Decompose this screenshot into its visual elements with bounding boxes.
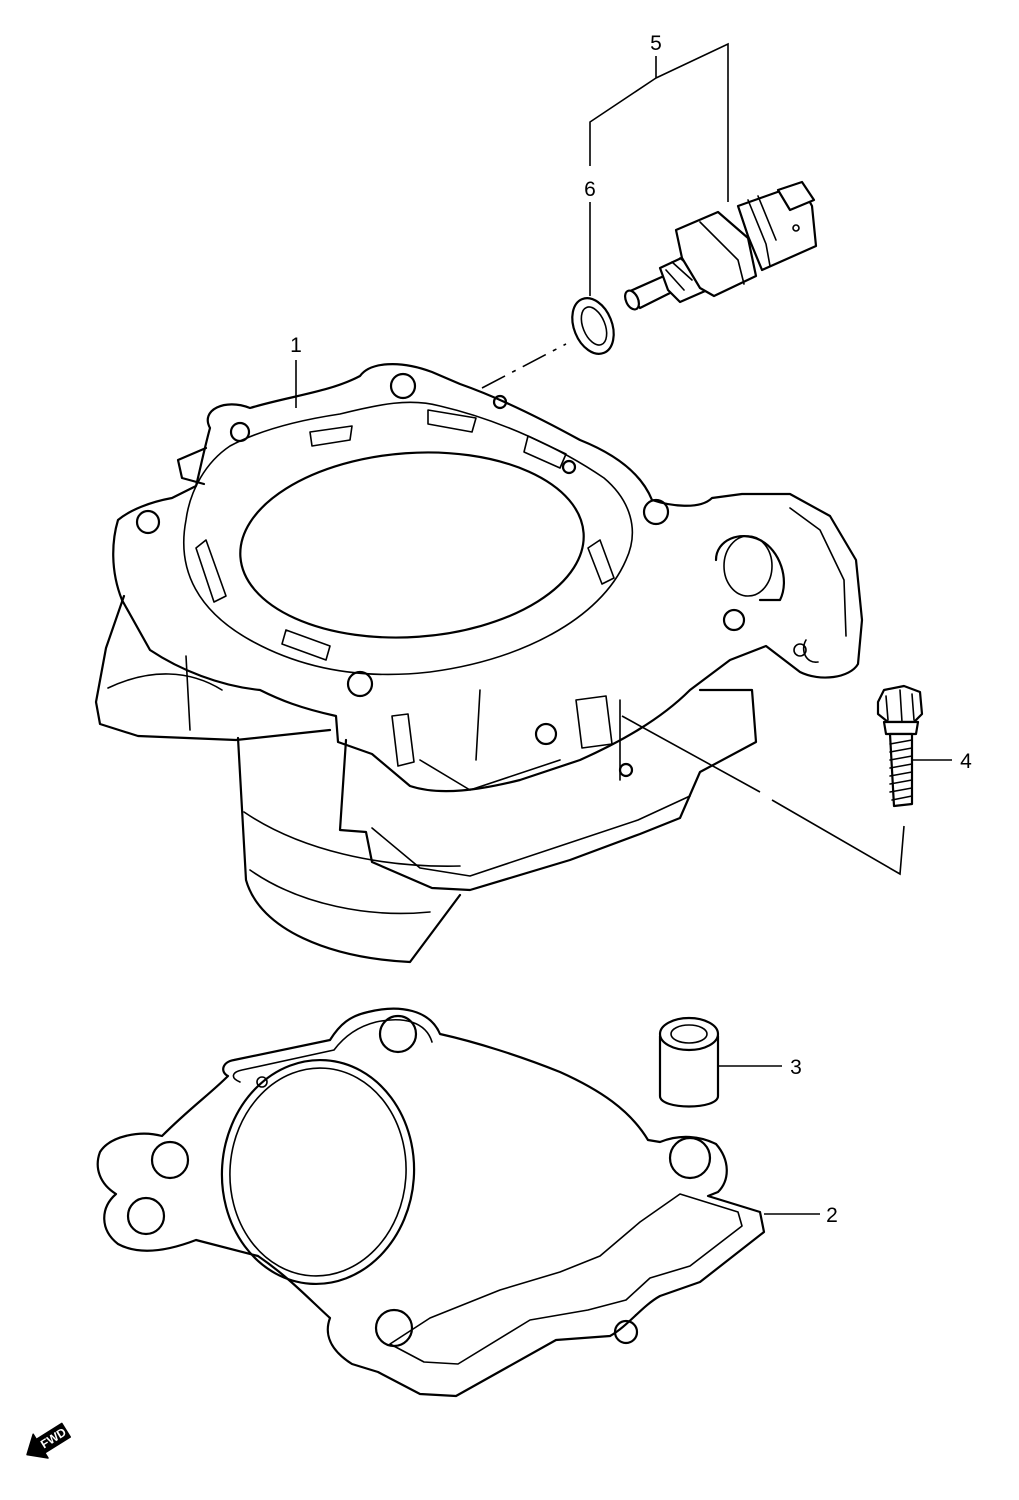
- fwd-arrow-icon: FWD: [26, 1422, 72, 1459]
- callout-2: 2: [826, 1204, 838, 1227]
- callout-5: 5: [650, 32, 662, 55]
- part-1-cylinder: [94, 363, 864, 964]
- part-2-gasket: [96, 1007, 766, 1398]
- part-5-sensor: [624, 180, 818, 311]
- callout-1: 1: [290, 334, 302, 357]
- part-3-dowel: [658, 1016, 720, 1108]
- part-6-gasket: [571, 297, 615, 355]
- callout-6: 6: [584, 178, 596, 201]
- callout-4: 4: [960, 750, 972, 773]
- leader-5: [589, 42, 729, 202]
- callout-3: 3: [790, 1056, 802, 1079]
- part-4-bolt: [876, 684, 924, 808]
